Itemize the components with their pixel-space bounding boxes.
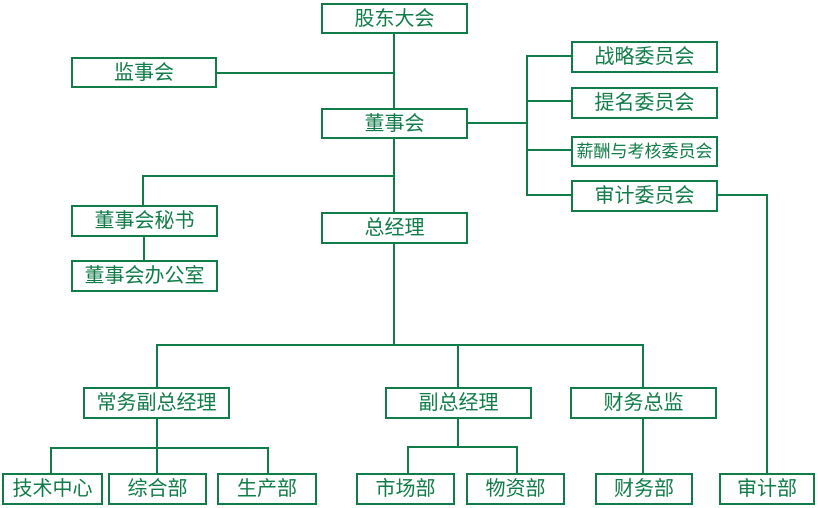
connector-line (393, 244, 395, 346)
org-node-label: 董事会 (364, 112, 425, 135)
org-node-label: 市场部 (375, 478, 436, 500)
connector-line (526, 194, 571, 196)
org-node-nomination-committee: 提名委员会 (571, 87, 718, 119)
org-node-board-secretary: 董事会秘书 (71, 205, 218, 237)
org-node-label: 综合部 (127, 478, 188, 500)
org-node-board-office: 董事会办公室 (71, 260, 218, 292)
org-node-tech-center: 技术中心 (2, 473, 103, 505)
connector-line (142, 175, 144, 205)
connector-line (526, 100, 571, 102)
org-node-label: 常务副总经理 (96, 392, 217, 414)
org-node-label: 董事会秘书 (94, 210, 195, 232)
org-node-cfo: 财务总监 (570, 387, 717, 419)
org-node-supervisory-board: 监事会 (71, 57, 217, 88)
connector-line (526, 55, 571, 57)
org-node-finance-dept: 财务部 (595, 473, 693, 505)
connector-line (50, 447, 52, 474)
org-node-label: 副总经理 (418, 392, 499, 414)
connector-line (526, 149, 571, 151)
org-node-audit-dept: 审计部 (719, 473, 815, 505)
org-node-label: 薪酬与考核委员会 (576, 142, 713, 161)
org-node-audit-committee: 审计委员会 (571, 180, 718, 212)
connector-line (642, 419, 644, 474)
connector-line (50, 447, 269, 449)
org-node-label: 股东大会 (354, 7, 435, 30)
org-node-label: 生产部 (237, 478, 297, 500)
org-node-label: 提名委员会 (594, 92, 695, 114)
org-node-label: 审计部 (737, 478, 797, 500)
org-node-label: 监事会 (114, 61, 174, 84)
org-node-label: 物资部 (485, 478, 546, 500)
connector-line (718, 194, 768, 196)
org-node-label: 财务总监 (603, 392, 684, 414)
connector-line (526, 55, 528, 196)
connector-line (143, 237, 145, 260)
connector-line (642, 344, 644, 387)
connector-line (766, 194, 768, 474)
org-node-label: 审计委员会 (594, 185, 695, 207)
org-node-label: 战略委员会 (594, 46, 695, 68)
org-node-label: 财务部 (614, 478, 674, 500)
connector-line (156, 419, 158, 449)
org-node-shareholders-meeting: 股东大会 (321, 3, 468, 34)
org-node-label: 总经理 (364, 217, 425, 239)
org-node-production-dept: 生产部 (217, 473, 317, 505)
org-node-label: 技术中心 (12, 478, 93, 500)
org-node-strategy-committee: 战略委员会 (571, 41, 718, 73)
connector-line (393, 34, 395, 108)
org-node-marketing-dept: 市场部 (356, 473, 455, 505)
connector-line (457, 419, 459, 448)
org-node-board-of-directors: 董事会 (321, 108, 468, 139)
org-node-executive-vice-gm: 常务副总经理 (83, 387, 230, 419)
org-node-materials-dept: 物资部 (466, 473, 565, 505)
org-node-general-dept: 综合部 (108, 473, 207, 505)
connector-line (466, 122, 527, 124)
connector-line (156, 344, 644, 346)
connector-line (156, 344, 158, 387)
connector-line (267, 447, 269, 474)
org-node-label: 董事会办公室 (84, 265, 205, 287)
connector-line (407, 446, 518, 448)
org-node-general-manager: 总经理 (321, 212, 468, 244)
connector-line (142, 175, 395, 177)
connector-line (457, 344, 459, 387)
connector-line (156, 447, 158, 474)
connector-line (216, 72, 395, 74)
connector-line (516, 446, 518, 474)
org-node-remuneration-committee: 薪酬与考核委员会 (571, 136, 718, 167)
connector-line (407, 446, 409, 474)
org-node-vice-gm: 副总经理 (385, 387, 532, 419)
